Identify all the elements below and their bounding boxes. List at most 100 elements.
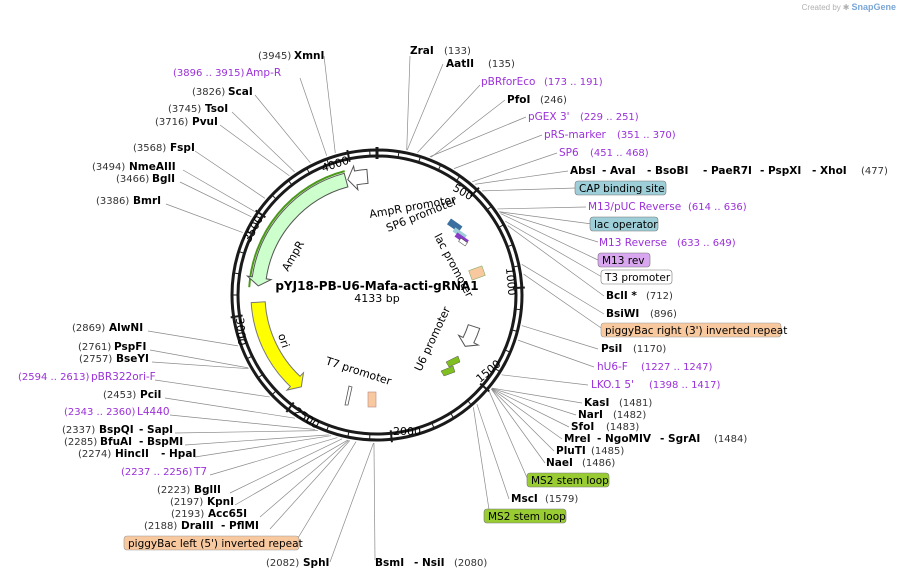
- hu6f-label: hU6-F: [597, 361, 628, 373]
- tick-mark: [504, 349, 511, 353]
- kpni-pos: (2197): [170, 497, 203, 508]
- leader-line: [373, 442, 376, 561]
- msci-label: MscI: [511, 493, 538, 505]
- pvui-pos: (3716): [155, 117, 188, 128]
- fspi-label: FspI: [170, 142, 195, 154]
- backbone-ticks: [230, 147, 525, 443]
- pbr322ori-pos: (2594 .. 2613): [18, 372, 90, 383]
- bglii-label: BglII: [194, 484, 221, 496]
- leader-line: [521, 325, 599, 350]
- leader-line: [229, 438, 343, 494]
- tick-mark: [287, 179, 293, 186]
- ms2-stem-loop-feature-1: [445, 355, 461, 368]
- leader-line: [219, 124, 290, 177]
- bsobi-name: BsoBI: [655, 165, 688, 177]
- t7-promoter-feature: [344, 385, 353, 406]
- kpni-label: KpnI: [207, 496, 234, 508]
- sphi-pos: (2082): [266, 558, 299, 569]
- l4440-label: L4440: [137, 406, 170, 418]
- scai-label: ScaI: [228, 86, 253, 98]
- tick-mark: [507, 244, 514, 248]
- ampr-promoter-feature: [347, 164, 369, 192]
- draiii-pos: (2188): [144, 521, 177, 532]
- pcii-label: PciI: [140, 389, 161, 401]
- ngomiv-label: - NgoMIV: [597, 433, 652, 445]
- ampr-feature: [245, 172, 349, 287]
- sp6-promoter-feature: [446, 218, 463, 233]
- pspxi-label: - PspXI: [760, 165, 801, 177]
- leader-line: [406, 55, 411, 151]
- absi-label: AbsI: [570, 165, 596, 177]
- bsmi-label: BsmI: [375, 557, 404, 569]
- leader-line: [491, 388, 546, 464]
- lac-operator-box: [589, 216, 659, 232]
- psii-label: PsiI: [601, 343, 622, 355]
- piggybac-left-box: [123, 535, 300, 551]
- pfoi-label: PfoI: [507, 94, 530, 106]
- tick-mark: [238, 336, 245, 339]
- m13-reverse-label: M13 Reverse: [599, 237, 667, 249]
- leader-line: [164, 397, 296, 419]
- ori-feature: [250, 301, 305, 391]
- acc65i-label: Acc65I: [208, 508, 247, 520]
- leader-line: [209, 437, 338, 476]
- psii-pos: (1170): [633, 344, 666, 355]
- leader-line: [234, 439, 349, 506]
- tsoi-pos: (3745): [168, 104, 201, 115]
- pluti-label: PluTI: [556, 445, 586, 457]
- credit-brand: SnapGene: [851, 2, 896, 12]
- bgli-pos: (3466): [116, 174, 149, 185]
- bsobi-label: - BsoBI: [647, 165, 688, 177]
- tick-mark: [411, 429, 414, 436]
- t3-promoter-label: T3 promoter: [604, 272, 671, 284]
- sgrai-label: - SgrAI: [660, 433, 700, 445]
- ori-label: ori: [275, 332, 292, 350]
- bsmi-pos: (2080): [454, 558, 487, 569]
- avai-name: AvaI: [610, 165, 636, 177]
- lko-pos: (1398 .. 1417): [649, 380, 721, 391]
- leader-line: [169, 414, 316, 430]
- label-leader-lines: [147, 55, 605, 563]
- leader-line: [501, 374, 589, 386]
- leader-line: [491, 388, 555, 452]
- leader-line: [491, 387, 583, 404]
- bcli-label: BclI *: [606, 290, 637, 302]
- m13-rev-label: M13 rev: [602, 255, 645, 267]
- nsii-name: NsiI: [422, 557, 445, 569]
- tick-4000: 4000: [320, 154, 351, 175]
- credit-prefix: Created by: [801, 2, 841, 12]
- hpai-name: HpaI: [169, 448, 196, 460]
- sgrai-name: SgrAI: [668, 433, 700, 445]
- ampr-primer-label: Amp-R: [246, 67, 281, 79]
- ms2-stem-loop-label-1: MS2 stem loop: [531, 475, 609, 487]
- nari-pos: (1482): [613, 410, 646, 421]
- m13puc-pos: (614 .. 636): [688, 202, 747, 213]
- leader-line: [147, 330, 239, 347]
- cap-label: CAP binding site: [579, 183, 665, 195]
- tick-mark: [389, 430, 393, 443]
- paer7i-name: PaeR7I: [711, 165, 752, 177]
- plasmid-size: 4133 bp: [354, 292, 399, 305]
- snapgene-logo-icon: ✱: [842, 2, 850, 12]
- m13puc-label: M13/pUC Reverse: [588, 201, 681, 213]
- t7-primer-pos: (2237 .. 2256): [121, 467, 193, 478]
- leader-line: [294, 441, 357, 544]
- nsii-label: - NsiI: [414, 557, 445, 569]
- leader-line: [429, 116, 527, 158]
- piggybac-right-label: piggyBac right (3') inverted repeat: [605, 325, 787, 337]
- hincii-label: HincII: [115, 448, 149, 460]
- acc65i-pos: (2193): [171, 509, 204, 520]
- aatii-label: AatII: [446, 58, 474, 70]
- naei-label: NaeI: [546, 457, 573, 469]
- t3-promoter-box: [600, 269, 673, 285]
- pluti-pos: (1485): [591, 446, 624, 457]
- aatii-pos: (135): [488, 59, 515, 70]
- leader-line: [184, 434, 329, 446]
- bspqi-label: BspQI: [99, 424, 134, 436]
- plasmid-name: pYJ18-PB-U6-Mafa-acti-gRNA1: [275, 279, 478, 293]
- tick-mark: [397, 151, 400, 158]
- tick-mark: [257, 373, 264, 379]
- ms2-stem-loop-box-2: [483, 508, 567, 524]
- tick-mark: [511, 329, 518, 332]
